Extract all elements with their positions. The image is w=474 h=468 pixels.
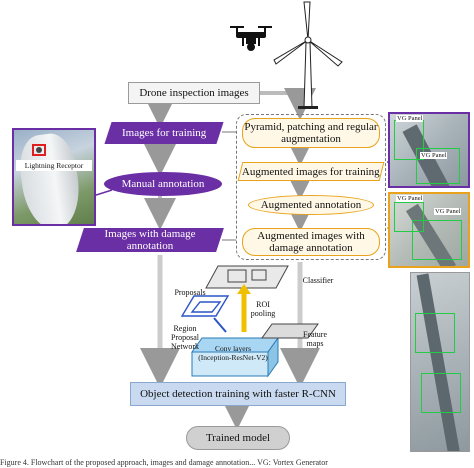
manual-annotation-box: Manual annotation xyxy=(104,172,222,196)
network-illustration xyxy=(180,265,319,378)
drone-images-label: Drone inspection images xyxy=(139,87,249,99)
trained-model-box: Trained model xyxy=(186,426,290,450)
object-detection-label: Object detection training with faster R-… xyxy=(140,388,336,400)
vg-panel-label-2a: VG Panel xyxy=(396,195,424,202)
images-for-training-box: Images for training xyxy=(104,122,224,144)
drone-icon xyxy=(230,26,272,51)
figure-caption: Figure 4. Flowchart of the proposed appr… xyxy=(0,458,328,467)
trained-model-label: Trained model xyxy=(205,432,271,444)
lightning-receptor-photo: Lightning Receptor xyxy=(12,128,96,226)
augmented-damage-label: Augmented images with damage annotation xyxy=(257,230,365,254)
vg-panel-label-2b: VG Panel xyxy=(434,208,462,215)
vg-panel-label-1b: VG Panel xyxy=(420,152,448,159)
vg-panel-label-1a: VG Panel xyxy=(396,115,424,122)
augmented-images-box: Augmented images for training xyxy=(237,162,385,181)
images-with-damage-box: Images with damage annotation xyxy=(76,228,224,252)
augmented-images-label: Augmented images for training xyxy=(242,165,380,178)
wind-turbine-icon xyxy=(273,1,343,109)
rpn-label: Region Proposal Network xyxy=(171,324,199,351)
receptor-bbox xyxy=(32,144,46,156)
classifier-label: Classifier xyxy=(302,276,334,285)
conv-layers-label: Conv layers (Inception-ResNet-V2) xyxy=(198,344,268,362)
images-with-damage-label: Images with damage annotation xyxy=(104,228,196,252)
feature-maps-label: Feature maps xyxy=(303,330,327,348)
pyramid-box: Pyramid, patching and regular augmentati… xyxy=(242,118,380,148)
roi-pooling-label: ROI pooling xyxy=(250,300,276,318)
images-for-training-label: Images for training xyxy=(121,127,207,139)
augmented-damage-box: Augmented images with damage annotation xyxy=(242,228,380,256)
augmentation-group xyxy=(236,114,386,260)
vg-panel-image-1: VG Panel VG Panel xyxy=(388,112,470,188)
pyramid-label: Pyramid, patching and regular augmentati… xyxy=(244,121,378,145)
lightning-receptor-label: Lightning Receptor xyxy=(16,160,92,171)
drone-images-box: Drone inspection images xyxy=(128,82,260,104)
proposals-label: Proposals xyxy=(174,288,206,297)
object-detection-box: Object detection training with faster R-… xyxy=(130,382,346,406)
vg-panel-strip xyxy=(410,272,470,452)
manual-annotation-label: Manual annotation xyxy=(121,178,205,190)
augmented-annotation-label: Augmented annotation xyxy=(260,199,362,211)
vg-panel-image-2: VG Panel VG Panel xyxy=(388,192,470,268)
blade-shape xyxy=(15,130,85,224)
augmented-annotation-box: Augmented annotation xyxy=(248,195,374,215)
